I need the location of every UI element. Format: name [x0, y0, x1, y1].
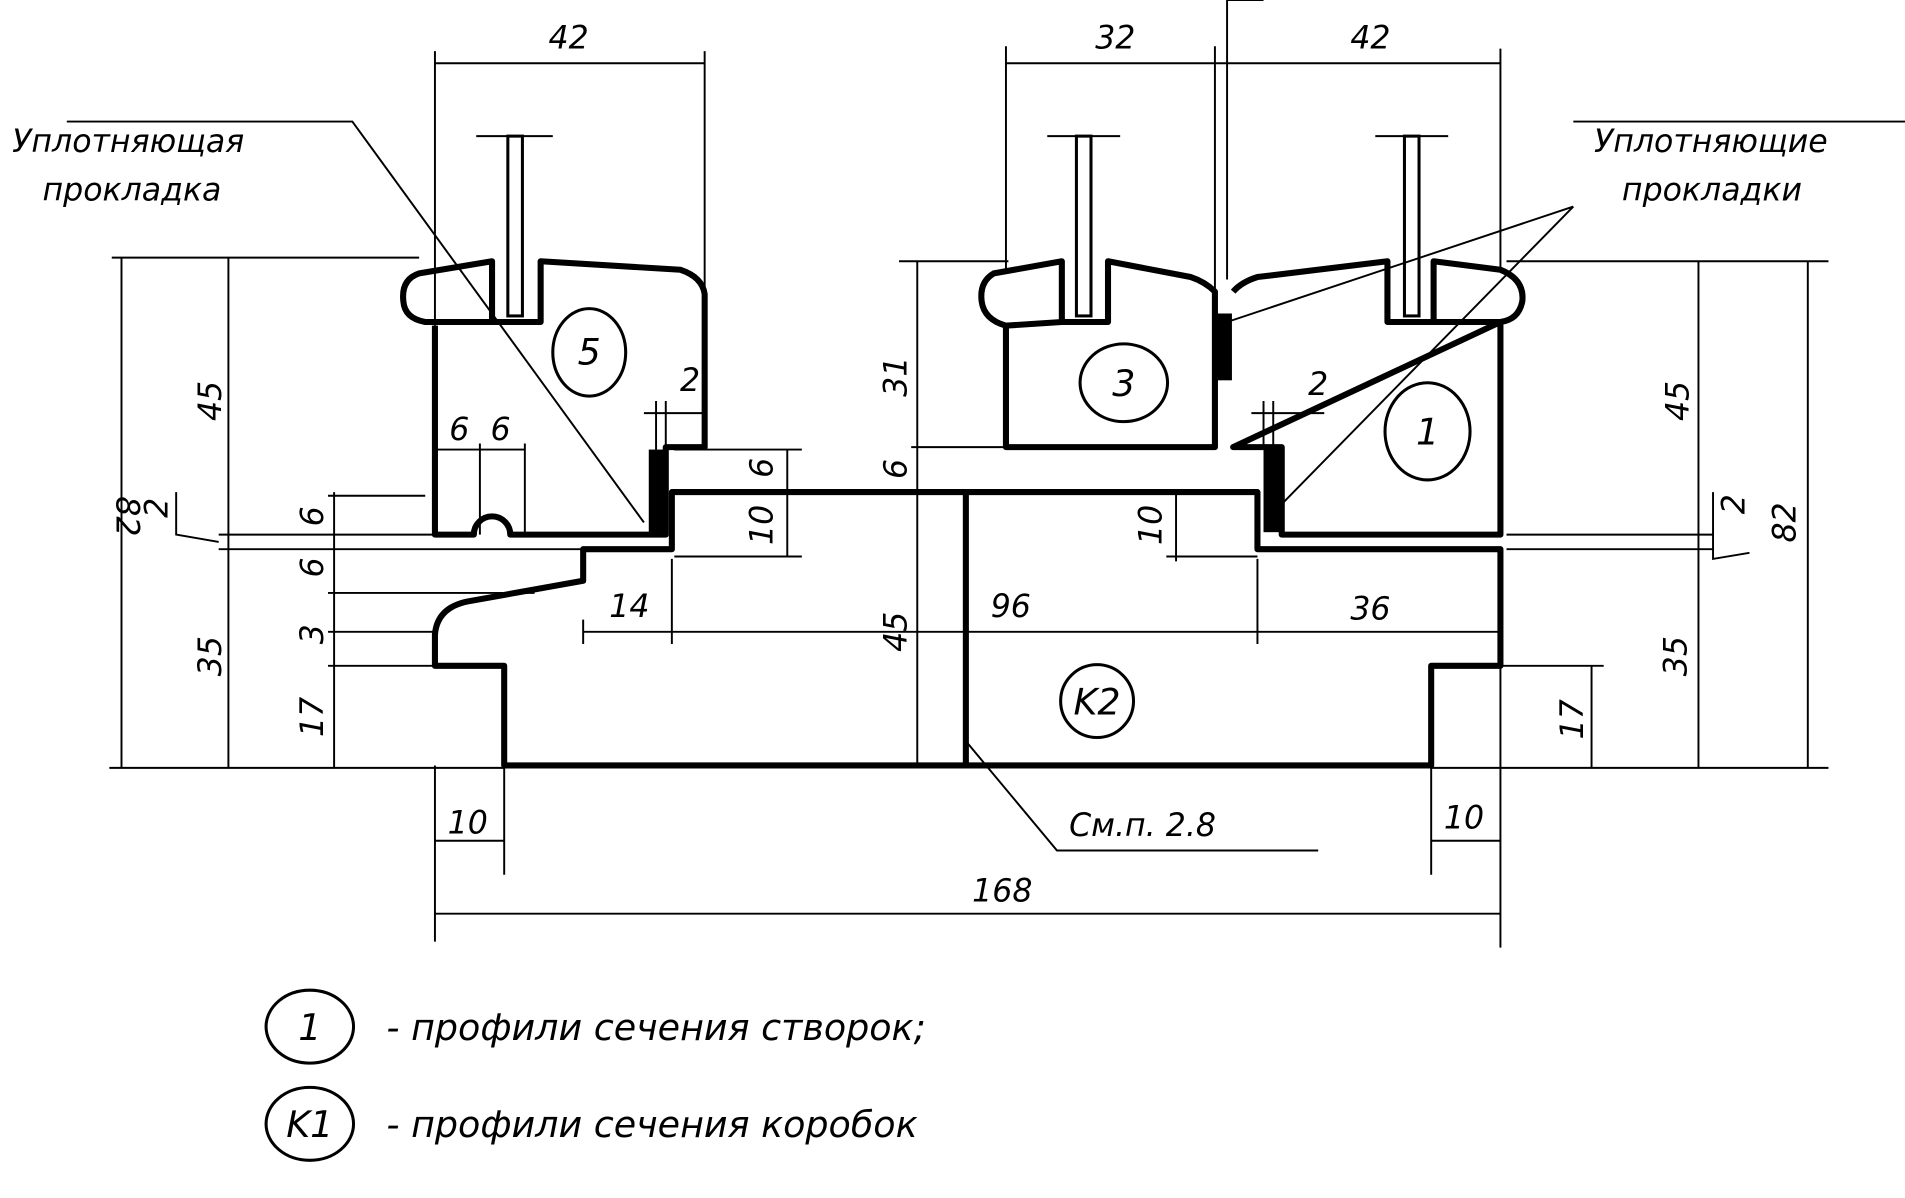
reference-note: См.п. 2.8 — [1069, 808, 1216, 844]
dim-35-left: 35 — [193, 636, 229, 676]
sash-profile-3 — [978, 258, 1232, 451]
horizontal-dimensions: 42 32 42 6 6 2 2 14 96 36 10 10 168 — [448, 21, 1484, 910]
marker-3: 3 — [1112, 362, 1135, 405]
dim-17-left: 17 — [295, 697, 331, 737]
dim-31: 31 — [878, 357, 914, 397]
dim-35-right: 35 — [1658, 636, 1694, 676]
callouts: Уплотняющая прокладка Уплотняющие прокла… — [12, 124, 1828, 844]
marker-labels: 5 3 1 K2 — [578, 331, 1439, 724]
dim-6-upper: 6 — [295, 506, 331, 526]
legend-symbol-sash: 1 — [298, 1006, 321, 1049]
profile-markers — [264, 307, 1472, 1162]
dim-45-mid: 45 — [878, 612, 914, 652]
dim-2-right-v: 2 — [1717, 494, 1753, 514]
dim-2-left: 2 — [680, 363, 700, 399]
dim-6b: 6 — [491, 412, 511, 448]
dim-6-mid: 6 — [745, 458, 781, 478]
callout-seals-line2: прокладки — [1622, 173, 1802, 209]
marker-k2: K2 — [1074, 680, 1121, 723]
sash-profile-5 — [400, 258, 708, 538]
seals — [648, 449, 1283, 533]
dim-82-left: 82 — [109, 496, 145, 536]
dim-17-right: 17 — [1555, 699, 1591, 739]
callout-seals-line1: Уплотняющие — [1594, 124, 1828, 160]
dim-42-left: 42 — [548, 21, 588, 57]
dim-45-right: 45 — [1661, 381, 1697, 421]
legend-symbol-frame: K1 — [286, 1103, 333, 1146]
legend-text-sash: - профили сечения створок; — [386, 1006, 926, 1049]
vertical-dimensions: 82 45 2 6 6 3 35 17 6 10 31 6 45 10 45 2… — [109, 357, 1804, 740]
dimension-lines — [66, 0, 1905, 948]
dim-10-left: 10 — [448, 805, 488, 841]
dim-2-left-v: 2 — [140, 498, 176, 518]
marker-5: 5 — [578, 331, 601, 374]
glass-panes — [476, 134, 1449, 318]
dim-2-right: 2 — [1308, 367, 1328, 403]
dim-42-right: 42 — [1350, 21, 1390, 57]
dim-3: 3 — [295, 624, 331, 644]
dim-168: 168 — [972, 874, 1032, 910]
dim-96: 96 — [991, 589, 1031, 625]
dim-10-right: 10 — [1444, 801, 1484, 837]
dim-6-lower: 6 — [295, 557, 331, 577]
dim-10-left-v: 10 — [745, 505, 781, 545]
callout-seal-single-line2: прокладка — [43, 173, 222, 209]
dim-36: 36 — [1350, 592, 1390, 628]
dim-6a: 6 — [449, 412, 469, 448]
marker-1: 1 — [1416, 411, 1439, 454]
dim-82-right: 82 — [1768, 502, 1804, 542]
legend: 1 - профили сечения створок; K1 - профил… — [286, 1006, 926, 1146]
dim-10-right-v: 10 — [1133, 505, 1169, 545]
dim-32: 32 — [1095, 21, 1135, 57]
dim-45-left: 45 — [193, 381, 229, 421]
dim-6-center: 6 — [878, 459, 914, 479]
dim-14: 14 — [609, 589, 649, 625]
legend-text-frame: - профили сечения коробок — [386, 1103, 917, 1146]
callout-seal-single-line1: Уплотняющая — [12, 124, 244, 160]
